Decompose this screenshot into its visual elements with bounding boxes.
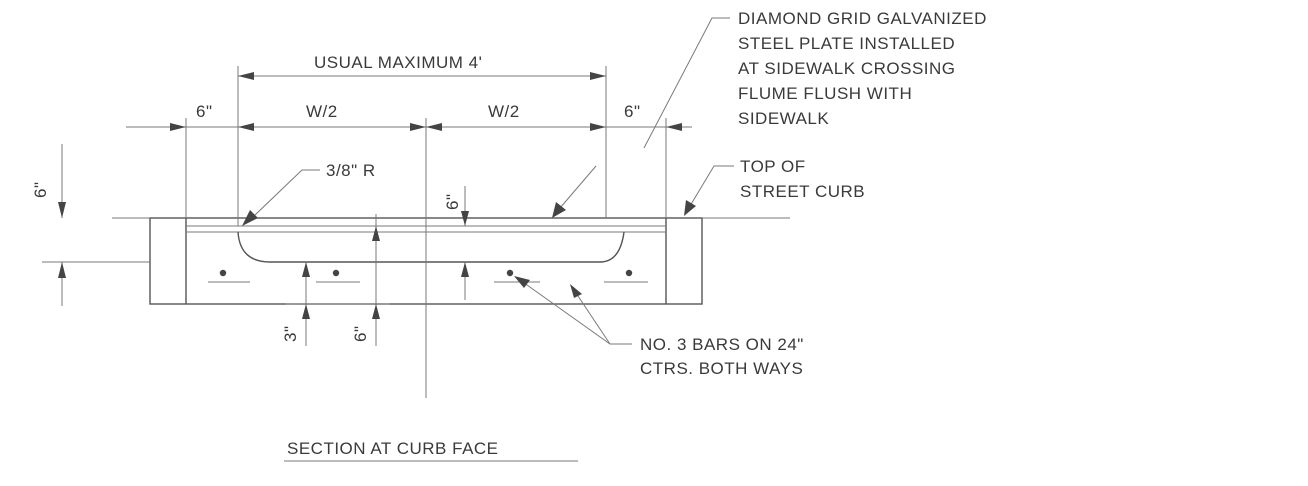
rebar-dot <box>219 269 227 277</box>
label-usual-max: USUAL MAXIMUM 4' <box>314 53 482 72</box>
plate-note: DIAMOND GRID GALVANIZED STEEL PLATE INST… <box>738 9 992 128</box>
channel-floor <box>237 231 625 263</box>
curb-note-line-1: TOP OF <box>740 157 806 176</box>
extension-lines <box>185 66 667 226</box>
rebar-dot <box>332 269 340 277</box>
plate-note-line-3: AT SIDEWALK CROSSING <box>738 59 956 78</box>
plate-note-line-1: DIAMOND GRID GALVANIZED <box>738 9 987 28</box>
label-six-vert-left: 6" <box>31 182 50 199</box>
bars-callout: NO. 3 BARS ON 24" CTRS. BOTH WAYS <box>514 276 809 378</box>
label-six-vert-mid: 6" <box>443 194 462 211</box>
bars-note-line-2: CTRS. BOTH WAYS <box>640 359 803 378</box>
curb-note: TOP OF STREET CURB <box>740 157 865 201</box>
dim-row-widths: 6" W/2 W/2 6" <box>126 102 692 131</box>
section-title: SECTION AT CURB FACE <box>287 439 499 458</box>
section-title-group: SECTION AT CURB FACE <box>284 439 578 462</box>
plate-note-line-2: STEEL PLATE INSTALLED <box>738 34 955 53</box>
rebar-dot <box>625 269 633 277</box>
dim-mid-vertical: 6" <box>443 186 469 300</box>
rebar-dot <box>506 269 514 277</box>
plate-note-line-4: FLUME FLUSH WITH <box>738 84 912 103</box>
label-six-bottom: 6" <box>351 326 370 343</box>
plate-callout: DIAMOND GRID GALVANIZED STEEL PLATE INST… <box>552 9 992 218</box>
label-w2-right: W/2 <box>488 102 520 121</box>
label-six-left: 6" <box>196 102 213 121</box>
dim-usual-max: USUAL MAXIMUM 4' <box>238 53 606 80</box>
curb-note-line-2: STREET CURB <box>740 182 865 201</box>
dim-bottom-verticals: 3" 6" <box>281 214 390 346</box>
label-three-bottom: 3" <box>281 326 300 343</box>
label-radius: 3/8" R <box>326 161 376 180</box>
dim-left-vertical: 6" <box>31 144 66 306</box>
bars-note-line-1: NO. 3 BARS ON 24" <box>640 335 804 354</box>
rebar-bars <box>208 269 648 283</box>
label-six-right: 6" <box>624 102 641 121</box>
flume-section <box>42 217 790 305</box>
label-w2-left: W/2 <box>306 102 338 121</box>
curb-callout: TOP OF STREET CURB <box>684 157 865 216</box>
bars-note: NO. 3 BARS ON 24" CTRS. BOTH WAYS <box>640 335 809 378</box>
plate-note-line-5: SIDEWALK <box>738 109 829 128</box>
radius-callout: 3/8" R <box>242 161 376 226</box>
